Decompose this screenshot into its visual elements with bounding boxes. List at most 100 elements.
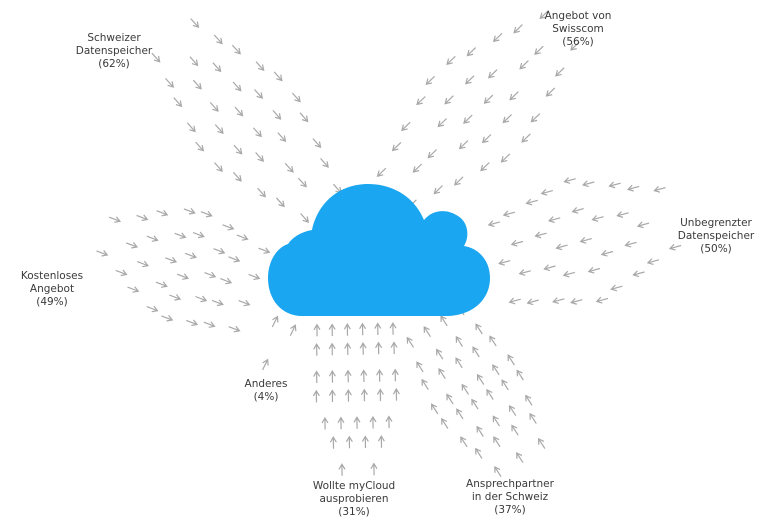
arrow-unbegrenzter-datenspeicher <box>545 266 556 269</box>
arrow-angebot-von-swisscom <box>464 114 473 123</box>
arrow-kostenloses-angebot <box>195 297 205 301</box>
arrow-kostenloses-angebot <box>115 270 126 274</box>
arrow-ansprechpartner-in-der-schweiz <box>476 325 483 335</box>
arrow-schweizer-datenspeicher <box>189 56 197 65</box>
arrow-ansprechpartner-in-der-schweiz <box>422 380 429 390</box>
arrow-kostenloses-angebot <box>136 215 147 219</box>
arrow-kostenloses-angebot <box>238 301 249 305</box>
arrow-unbegrenzter-datenspeicher <box>581 239 592 242</box>
arrow-kostenloses-angebot <box>96 251 107 255</box>
arrow-angebot-von-swisscom <box>494 32 503 41</box>
arrow-schweizer-datenspeicher <box>257 187 265 196</box>
arrow-unbegrenzter-datenspeicher <box>629 186 640 189</box>
arrow-schweizer-datenspeicher <box>291 92 299 101</box>
arrow-kostenloses-angebot <box>220 279 230 283</box>
arrow-angebot-von-swisscom <box>523 133 531 142</box>
arrow-unbegrenzter-datenspeicher <box>527 200 538 203</box>
arrow-angebot-von-swisscom <box>468 47 477 56</box>
arrow-unbegrenzter-datenspeicher <box>542 191 553 194</box>
arrow-angebot-von-swisscom <box>571 41 580 50</box>
arrow-schweizer-datenspeicher <box>192 79 200 88</box>
arrow-angebot-von-swisscom <box>414 163 423 172</box>
arrow-ansprechpartner-in-der-schweiz <box>417 363 424 373</box>
arrow-ansprechpartner-in-der-schweiz <box>510 406 517 417</box>
arrow-ansprechpartner-in-der-schweiz <box>437 350 444 360</box>
arrow-unbegrenzter-datenspeicher <box>589 269 601 272</box>
arrow-unbegrenzter-datenspeicher <box>610 183 621 186</box>
arrow-ansprechpartner-in-der-schweiz <box>487 390 494 400</box>
arrow-ansprechpartner-in-der-schweiz <box>493 366 500 376</box>
arrow-angebot-von-swisscom <box>427 75 436 84</box>
arrow-angebot-von-swisscom <box>378 167 387 176</box>
arrow-kostenloses-angebot <box>186 320 196 324</box>
arrow-angebot-von-swisscom <box>481 162 490 171</box>
arrow-anderes <box>262 360 268 371</box>
arrow-schweizer-datenspeicher <box>232 171 240 180</box>
arrow-kostenloses-angebot <box>165 258 175 262</box>
arrow-unbegrenzter-datenspeicher <box>536 233 547 236</box>
arrow-ansprechpartner-in-der-schweiz <box>425 327 431 338</box>
arrow-unbegrenzter-datenspeicher <box>489 222 501 225</box>
arrow-angebot-von-swisscom <box>466 75 475 84</box>
arrow-unbegrenzter-datenspeicher <box>597 298 609 301</box>
arrow-kostenloses-angebot <box>156 211 167 215</box>
arrow-ansprechpartner-in-der-schweiz <box>463 385 470 395</box>
arrow-angebot-von-swisscom <box>532 113 541 122</box>
arrow-schweizer-datenspeicher <box>254 89 262 98</box>
arrow-unbegrenzter-datenspeicher <box>602 252 614 255</box>
arrow-kostenloses-angebot <box>146 236 157 240</box>
arrow-schweizer-datenspeicher <box>232 81 240 90</box>
arrow-kostenloses-angebot <box>236 235 247 239</box>
arrow-ansprechpartner-in-der-schweiz <box>518 371 524 381</box>
arrow-schweizer-datenspeicher <box>300 213 308 222</box>
arrow-schweizer-datenspeicher <box>190 18 198 27</box>
arrow-unbegrenzter-datenspeicher <box>612 286 623 289</box>
arrow-angebot-von-swisscom <box>439 118 448 127</box>
arrow-angebot-von-swisscom <box>547 87 556 96</box>
arrow-unbegrenzter-datenspeicher <box>639 223 650 226</box>
arrow-ansprechpartner-in-der-schweiz <box>495 467 502 478</box>
arrow-schweizer-datenspeicher <box>214 124 222 133</box>
arrow-kostenloses-angebot <box>176 274 187 278</box>
arrow-angebot-von-swisscom <box>511 91 519 100</box>
arrow-kostenloses-angebot <box>155 282 166 286</box>
arrow-unbegrenzter-datenspeicher <box>512 242 524 245</box>
arrow-schweizer-datenspeicher <box>255 152 263 161</box>
arrow-field <box>96 9 682 478</box>
arrow-angebot-von-swisscom <box>483 134 492 143</box>
arrow-schweizer-datenspeicher <box>312 138 320 147</box>
arrow-ansprechpartner-in-der-schweiz <box>490 337 497 347</box>
arrow-unbegrenzter-datenspeicher <box>572 300 583 303</box>
arrow-kostenloses-angebot <box>222 225 233 229</box>
arrow-schweizer-datenspeicher <box>173 97 181 106</box>
arrow-schweizer-datenspeicher <box>151 52 159 61</box>
arrow-angebot-von-swisscom <box>504 114 513 123</box>
arrow-ansprechpartner-in-der-schweiz <box>457 337 464 347</box>
cloud-shape <box>268 184 490 316</box>
arrow-kostenloses-angebot <box>183 209 194 213</box>
arrow-schweizer-datenspeicher <box>275 197 283 206</box>
arrow-kostenloses-angebot <box>184 253 195 257</box>
arrow-kostenloses-angebot <box>203 322 214 326</box>
arrow-kostenloses-angebot <box>248 274 259 278</box>
arrow-schweizer-datenspeicher <box>277 132 285 141</box>
arrow-schweizer-datenspeicher <box>332 183 340 192</box>
arrow-angebot-von-swisscom <box>541 9 550 18</box>
arrow-kostenloses-angebot <box>161 316 171 320</box>
arrow-schweizer-datenspeicher <box>299 112 307 121</box>
arrow-kostenloses-angebot <box>146 307 157 311</box>
arrow-schweizer-datenspeicher <box>214 162 222 171</box>
arrow-ansprechpartner-in-der-schweiz <box>442 419 449 429</box>
arrow-angebot-von-swisscom <box>535 45 544 54</box>
arrow-angebot-von-swisscom <box>393 141 402 150</box>
arrow-ansprechpartner-in-der-schweiz <box>441 317 448 327</box>
arrow-ansprechpartner-in-der-schweiz <box>472 400 479 410</box>
arrow-angebot-von-swisscom <box>429 149 438 158</box>
arrow-ansprechpartner-in-der-schweiz <box>478 375 485 385</box>
arrow-unbegrenzter-datenspeicher <box>648 260 660 263</box>
arrow-ansprechpartner-in-der-schweiz <box>456 359 463 369</box>
arrow-schweizer-datenspeicher <box>209 101 217 110</box>
